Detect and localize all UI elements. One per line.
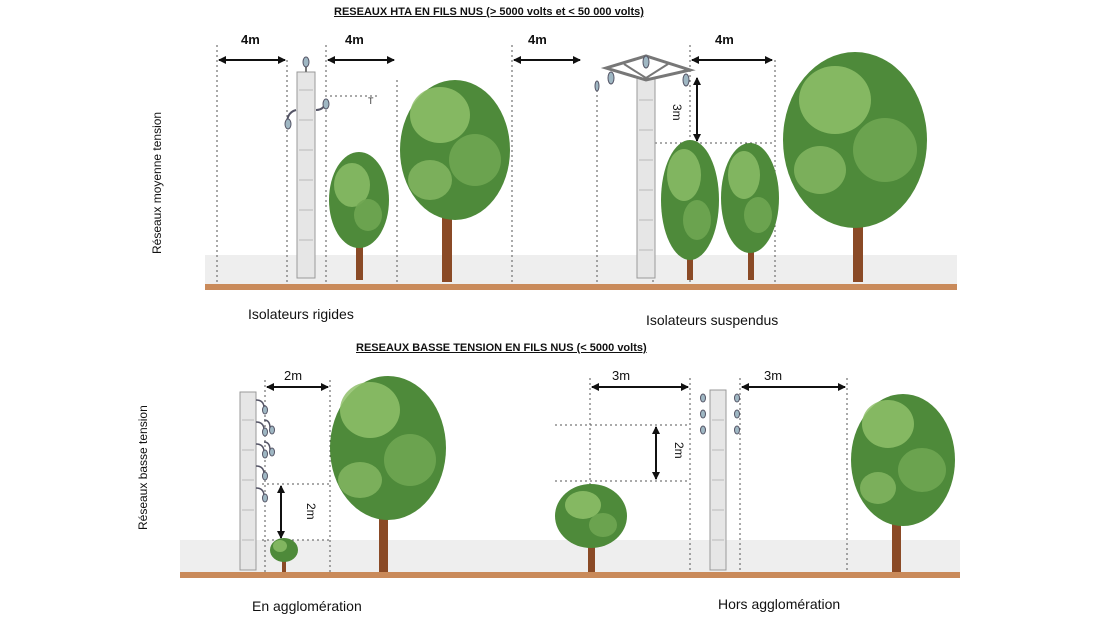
top-dimension-arrows — [218, 56, 773, 142]
tree-small-top-left — [329, 152, 389, 280]
bottom-section-title: RESEAUX BASSE TENSION EN FILS NUS (< 500… — [356, 342, 647, 354]
top-dim-2: 4m — [345, 32, 364, 47]
bottom-dim-3: 3m — [764, 368, 783, 383]
top-side-label: Réseaux moyenne tension — [150, 111, 164, 254]
pole-low-voltage-right — [700, 389, 740, 571]
tree-large-top-left — [400, 80, 510, 282]
pole-low-voltage-left — [239, 391, 275, 571]
bottom-dimension-arrows — [266, 383, 846, 539]
tree-narrow-2-top-right — [721, 143, 779, 280]
top-dim-3: 4m — [528, 32, 547, 47]
tree-narrow-1-top-right — [661, 140, 719, 280]
svg-text:T: T — [368, 96, 374, 106]
top-dim-4: 4m — [715, 32, 734, 47]
top-dim-1: 4m — [241, 32, 260, 47]
pole-suspended-insulators — [594, 54, 696, 279]
tree-large-bottom-right — [851, 394, 955, 572]
bottom-right-caption: Hors agglomération — [718, 596, 841, 612]
bottom-side-label: Réseaux basse tension — [136, 405, 150, 530]
top-section-title: RESEAUX HTA EN FILS NUS (> 5000 volts et… — [334, 6, 644, 18]
top-ground — [205, 255, 957, 290]
bottom-dim-vertical-1: 2m — [304, 503, 318, 520]
bottom-left-caption: En agglomération — [252, 598, 362, 614]
top-left-caption: Isolateurs rigides — [248, 306, 354, 322]
top-dim-vertical: 3m — [670, 104, 684, 121]
tree-shrub-bottom-left — [270, 538, 298, 572]
top-right-caption: Isolateurs suspendus — [646, 312, 779, 328]
bottom-ground — [180, 540, 960, 578]
bottom-dim-vertical-2: 2m — [672, 442, 686, 459]
tree-large-bottom-left — [330, 376, 446, 572]
bottom-dim-2: 3m — [612, 368, 631, 383]
pole-rigid-insulators: T — [284, 56, 374, 279]
tree-round-bottom-right — [555, 484, 627, 572]
tree-large-top-right — [783, 52, 927, 282]
bottom-dim-1: 2m — [284, 368, 303, 383]
